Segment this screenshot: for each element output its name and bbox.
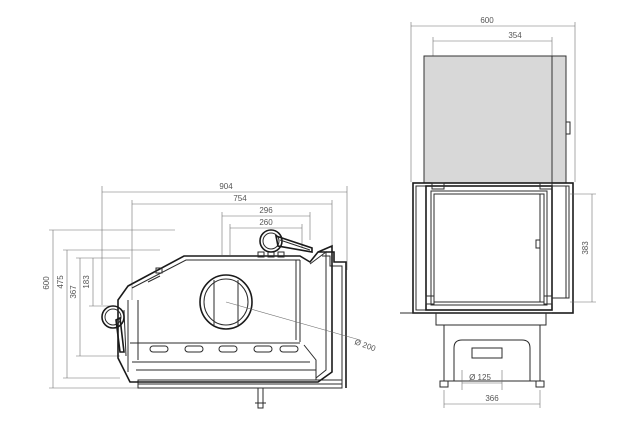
front-door (425, 182, 553, 311)
side-base (137, 379, 343, 409)
dim-label-904: 904 (219, 182, 233, 191)
dimension-904: 904 (101, 182, 348, 305)
front-body (412, 182, 574, 314)
front-stand (435, 312, 547, 388)
dimension-600-side: 600 (42, 229, 175, 389)
dim-label-475: 475 (56, 275, 65, 289)
air-inlet: Ø 125 (461, 370, 503, 390)
side-air-slots (149, 345, 299, 353)
dim-label-183: 183 (82, 275, 91, 289)
dim-label-383: 383 (581, 241, 590, 255)
dim-label-367: 367 (69, 285, 78, 299)
dimension-367: 367 (69, 257, 130, 357)
dim-label-754: 754 (233, 194, 247, 203)
dim-label-260: 260 (259, 218, 273, 227)
dimension-366: 366 (443, 390, 541, 408)
flue-outlet: Ø 200 (199, 274, 377, 354)
side-wall-bracket (318, 251, 347, 388)
dimension-296: 296 (221, 206, 311, 255)
side-view: 904 754 296 260 600 (42, 182, 377, 409)
side-body (117, 244, 333, 383)
dim-label-354: 354 (508, 31, 522, 40)
dimension-383: 383 (570, 193, 596, 303)
dimension-183: 183 (82, 258, 110, 307)
dimension-600-front: 600 (410, 16, 576, 182)
side-handle-top (259, 229, 313, 253)
front-view: 600 354 (400, 16, 596, 408)
dimension-260: 260 (229, 218, 303, 255)
dim-label-diameter-125: Ø 125 (469, 373, 491, 382)
dimension-475: 475 (56, 249, 160, 379)
front-hood (423, 55, 571, 184)
dim-label-diameter-200: Ø 200 (353, 337, 377, 353)
dim-label-366: 366 (485, 394, 499, 403)
side-handle-left (101, 305, 127, 357)
dimension-354: 354 (432, 31, 553, 56)
dim-label-296: 296 (259, 206, 273, 215)
dim-label-600-side: 600 (42, 276, 51, 290)
dim-label-600-front: 600 (480, 16, 494, 25)
